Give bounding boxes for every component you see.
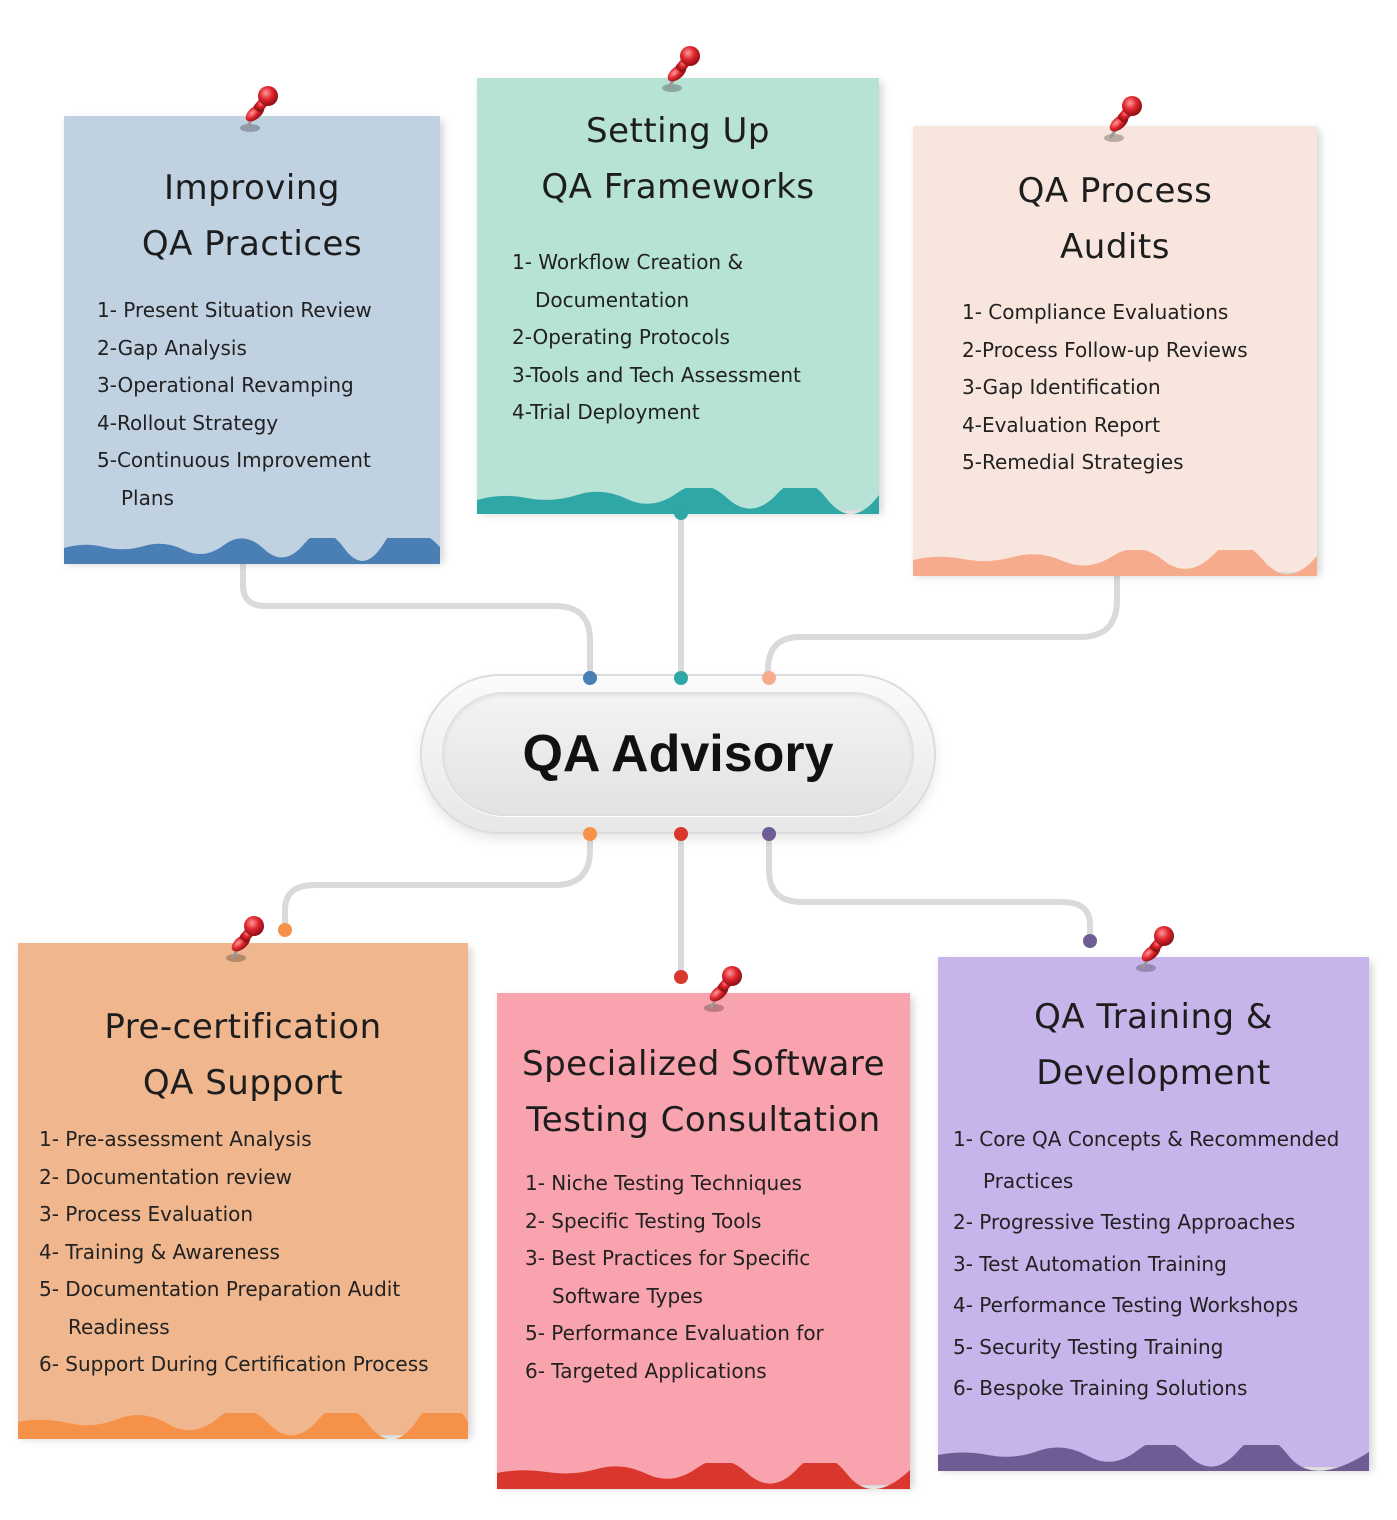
note-title: Specialized Software Testing Consultatio…	[522, 1044, 885, 1140]
connector-dot	[762, 671, 776, 685]
note-pre-certification-qa-support: Pre-certification QA Support 1- Pre-asse…	[18, 943, 468, 1439]
center-node: QA Advisory	[422, 676, 934, 832]
list-item: 3- Process Evaluation	[39, 1202, 254, 1226]
item-list: 1- Compliance Evaluations 2-Process Foll…	[962, 294, 1248, 482]
connector-dot	[674, 970, 688, 984]
connector-dot	[1083, 934, 1097, 948]
list-item: 1- Niche Testing Techniques	[525, 1171, 802, 1195]
list-item: 5- Security Testing Training	[953, 1334, 1224, 1359]
connector-dot	[674, 506, 688, 520]
list-item: 2-Process Follow-up Reviews	[962, 337, 1248, 362]
list-item: 1- Present Situation Review	[97, 298, 372, 322]
connector-dot	[762, 827, 776, 841]
list-item: 5-Remedial Strategies	[962, 450, 1184, 474]
push-pin-icon	[240, 86, 278, 132]
torn-edge	[18, 1413, 468, 1439]
note-title: Improving QA Practices	[141, 168, 363, 264]
list-item: 3-Tools and Tech Assessment	[512, 362, 801, 387]
torn-edge	[477, 488, 879, 514]
note-improving-qa-practices: Improving QA Practices 1- Present Situat…	[64, 116, 440, 564]
list-item: 2-Operating Protocols	[512, 325, 730, 349]
item-list: 1- Pre-assessment Analysis 2- Documentat…	[39, 1121, 429, 1384]
torn-edge	[497, 1463, 910, 1489]
list-item: 4-Rollout Strategy	[97, 410, 279, 435]
list-item: 5- Performance Evaluation for	[525, 1321, 824, 1345]
list-item: 4-Trial Deployment	[512, 400, 700, 424]
note-title: Setting Up QA Frameworks	[541, 111, 815, 207]
connector-dot	[278, 923, 292, 937]
list-item: 1- Workflow Creation &Documentation	[512, 250, 744, 312]
list-item: 2- Specific Testing Tools	[525, 1208, 762, 1233]
connector-dot	[583, 671, 597, 685]
list-item: 2- Documentation review	[39, 1164, 292, 1189]
list-item: 4- Training & Awareness	[39, 1239, 280, 1264]
connector-dot	[583, 827, 597, 841]
item-list: 1- Workflow Creation &Documentation 2-Op…	[512, 244, 801, 432]
torn-edge	[938, 1445, 1369, 1471]
note-title: Pre-certification QA Support	[104, 1007, 382, 1103]
connector-dot	[1110, 562, 1124, 576]
note-qa-training-development: QA Training & Development 1- Core QA Con…	[938, 957, 1369, 1471]
note-specialized-software-testing: Specialized Software Testing Consultatio…	[497, 993, 910, 1489]
push-pin-icon	[1104, 96, 1142, 142]
list-item: 1- Compliance Evaluations	[962, 300, 1229, 324]
item-list: 1- Present Situation Review 2-Gap Analys…	[97, 292, 372, 517]
note-title: QA Training & Development	[1034, 997, 1273, 1093]
push-pin-icon	[1136, 926, 1174, 972]
note-setting-up-qa-frameworks: Setting Up QA Frameworks 1- Workflow Cre…	[477, 78, 879, 514]
connector-dot	[674, 671, 688, 685]
list-item: 4- Performance Testing Workshops	[953, 1293, 1299, 1317]
list-item: 1- Pre-assessment Analysis	[39, 1127, 312, 1151]
connector-dot	[236, 549, 250, 563]
push-pin-icon	[226, 916, 264, 962]
center-node-inner: QA Advisory	[442, 692, 914, 816]
torn-edge	[64, 538, 440, 564]
list-item: 4-Evaluation Report	[962, 412, 1161, 437]
list-item: 6- Support During Certification Process	[39, 1352, 429, 1376]
center-title: QA Advisory	[522, 725, 834, 783]
list-item: 3- Test Automation Training	[953, 1251, 1227, 1276]
connector-dot	[674, 827, 688, 841]
list-item: 2- Progressive Testing Approaches	[953, 1210, 1296, 1234]
note-qa-process-audits: QA Process Audits 1- Compliance Evaluati…	[913, 126, 1317, 576]
push-pin-icon	[662, 46, 700, 92]
note-title: QA Process Audits	[1017, 171, 1213, 267]
list-item: 3-Gap Identification	[962, 375, 1161, 399]
list-item: 6- Targeted Applications	[525, 1358, 767, 1383]
list-item: 3-Operational Revamping	[97, 373, 354, 397]
item-list: 1- Niche Testing Techniques 2- Specific …	[525, 1165, 824, 1390]
list-item: 6- Bespoke Training Solutions	[953, 1376, 1248, 1400]
push-pin-icon	[704, 966, 742, 1012]
list-item: 2-Gap Analysis	[97, 335, 247, 360]
